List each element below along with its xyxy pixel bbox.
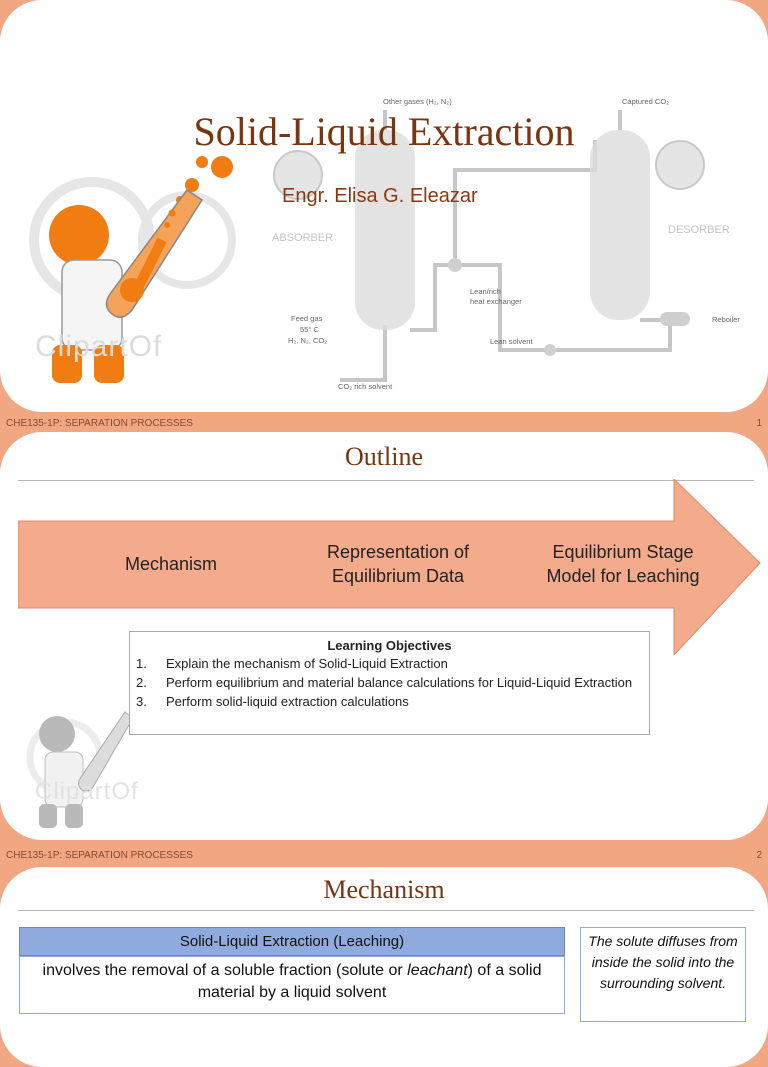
- definition-text-end: ) of a solid material by a liquid solven…: [197, 962, 542, 1001]
- slide-title: Outline: [345, 442, 423, 471]
- label-reboiler: Reboiler: [712, 315, 740, 324]
- mechanism-slide: Mechanism Solid-Liquid Extraction (Leach…: [0, 867, 768, 1067]
- label-captured: Captured CO₂: [622, 97, 670, 106]
- objective-number: 2.: [136, 675, 147, 690]
- objective-number: 3.: [136, 694, 147, 709]
- absorber-desorber-diagram: [273, 110, 705, 382]
- objective-item: 2. Perform equilibrium and material bala…: [130, 673, 649, 692]
- objective-item: 3. Perform solid-liquid extraction calcu…: [130, 692, 649, 711]
- objective-text: Explain the mechanism of Solid-Liquid Ex…: [166, 656, 448, 671]
- watermark: ClipartOf: [35, 778, 139, 805]
- reboiler-icon: [660, 312, 690, 326]
- presentation-title: Solid-Liquid Extraction: [193, 109, 575, 154]
- label-heat-exchanger: heat exchanger: [470, 297, 522, 306]
- title-slide: Other gases (H₂, N₂) Captured CO₂ ABSORB…: [0, 0, 768, 412]
- watermark: ClipartOf: [35, 330, 163, 363]
- label-lean-solvent: Lean solvent: [490, 337, 533, 346]
- definition-italic-term: leachant: [407, 962, 468, 979]
- outline-step-mechanism: Mechanism: [124, 554, 218, 574]
- course-label: CHE135-1P: SEPARATION PROCESSES: [6, 418, 193, 429]
- learning-objectives-box: Learning Objectives 1. Explain the mecha…: [129, 631, 650, 735]
- outline-step-equilibrium-data: Representation of Equilibrium Data: [326, 542, 470, 586]
- slide1-footer: CHE135-1P: SEPARATION PROCESSES 1: [0, 414, 768, 434]
- slide-number: 1: [756, 418, 762, 429]
- objective-number: 1.: [136, 656, 147, 671]
- heat-exchanger-icon: [448, 258, 462, 272]
- label-feed-comp: H₂, N₂, CO₂: [288, 336, 328, 345]
- outline-arrow: [18, 479, 761, 655]
- label-rich-solvent: CO₂ rich solvent: [338, 382, 393, 391]
- gray-scientist-illustration: [26, 711, 134, 828]
- desorber-column: [590, 130, 650, 320]
- objective-text: Perform solid-liquid extraction calculat…: [166, 694, 409, 709]
- label-lean-rich: Lean/rich: [470, 287, 501, 296]
- presenter-name: Engr. Elisa G. Eleazar: [282, 185, 478, 207]
- learning-objectives-title: Learning Objectives: [327, 638, 452, 653]
- definition-header: Solid-Liquid Extraction (Leaching): [19, 927, 565, 956]
- pump-icon: [544, 344, 556, 356]
- diffusion-note: The solute diffuses from inside the soli…: [580, 927, 746, 1022]
- definition-body: involves the removal of a soluble fracti…: [19, 956, 565, 1014]
- title-divider: [18, 910, 754, 911]
- objective-text: Perform equilibrium and material balance…: [166, 675, 633, 690]
- absorber-column: [355, 130, 415, 330]
- label-feed-temp: 55° C: [300, 325, 319, 334]
- scientist-illustration: [29, 156, 236, 383]
- objective-item: 1. Explain the mechanism of Solid-Liquid…: [130, 654, 649, 673]
- label-other-gases: Other gases (H₂, N₂): [383, 97, 452, 106]
- slide-title: Mechanism: [323, 875, 445, 904]
- course-label: CHE135-1P: SEPARATION PROCESSES: [6, 850, 193, 861]
- label-desorber: DESORBER: [668, 224, 730, 236]
- outline-slide: Outline Mechanism Representation of Equi…: [0, 432, 768, 840]
- outline-step-stage-model: Equilibrium Stage Model for Leaching: [546, 542, 700, 586]
- title-divider: [18, 480, 754, 481]
- slide-number: 2: [756, 850, 762, 861]
- label-feed-gas: Feed gas: [291, 314, 323, 323]
- label-absorber: ABSORBER: [272, 232, 334, 244]
- desorber-packing-icon: [655, 140, 705, 190]
- slide2-footer: CHE135-1P: SEPARATION PROCESSES 2: [0, 846, 768, 866]
- absorber-packing-icon: [273, 150, 323, 200]
- definition-text-start: involves the removal of a soluble fracti…: [42, 962, 408, 979]
